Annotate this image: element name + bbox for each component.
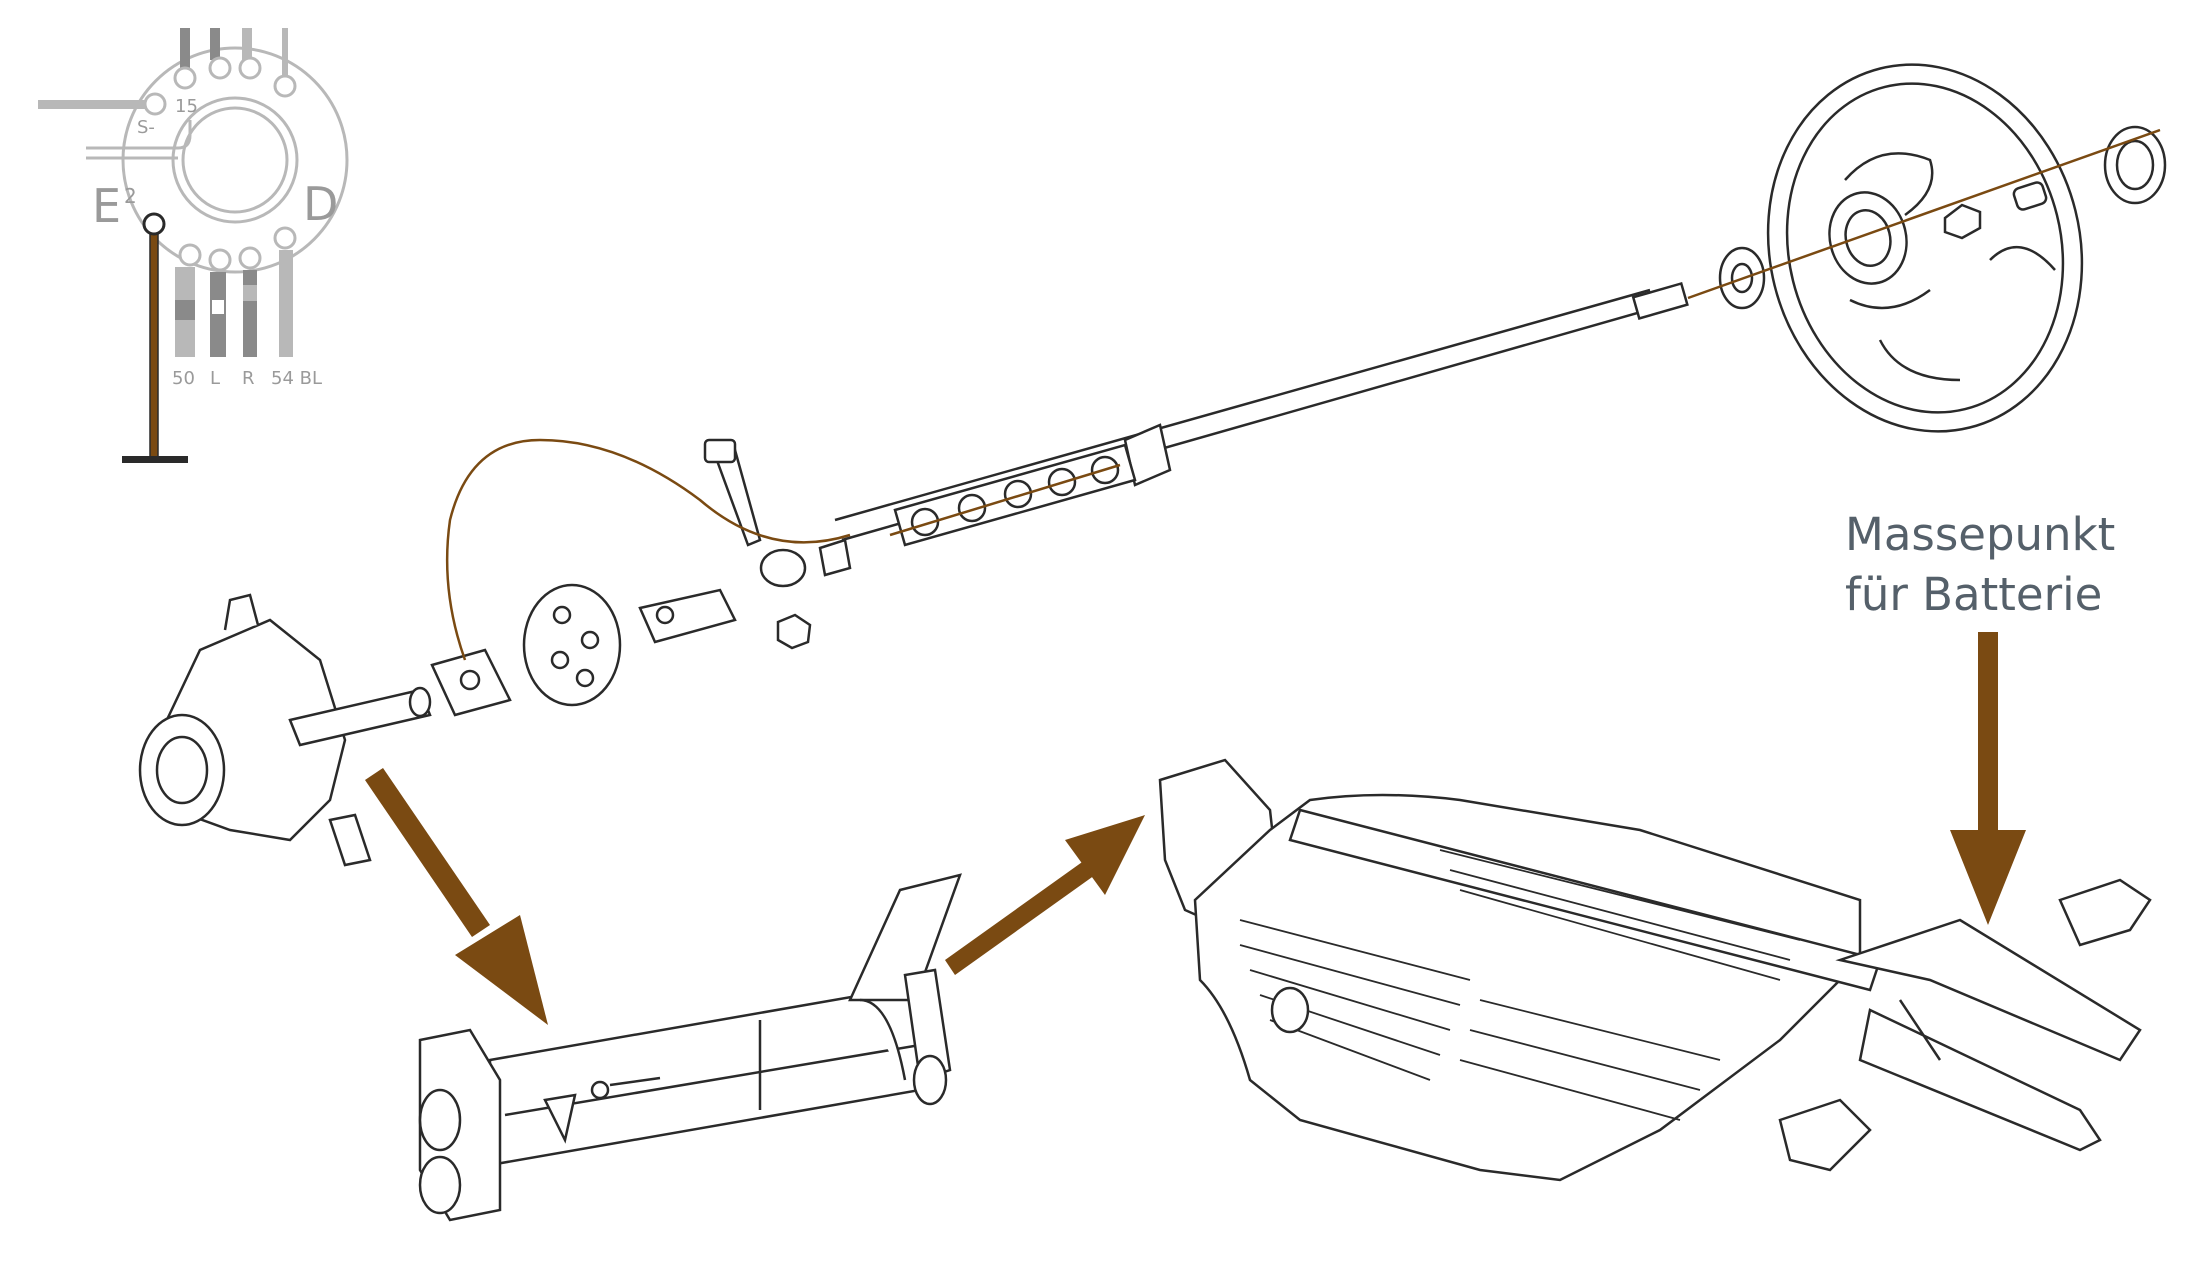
terminal-label-d: D (303, 177, 338, 231)
steering-coupling (430, 438, 812, 717)
switch-outer-ring (121, 46, 349, 274)
terminal-label-r: R (242, 368, 255, 389)
terminal-label-2: 2 (124, 184, 137, 208)
ignition-switch-labels: 15 S- E 2 D 50 L R 54 BL (92, 96, 338, 389)
collapsible-lattice (893, 443, 1137, 547)
ground-wire-symbol (122, 212, 188, 463)
terminal-label-50: 50 (172, 368, 195, 389)
ground-point-callout: Massepunkt für Batterie (1845, 505, 2165, 625)
steering-gearbox (138, 593, 432, 867)
terminal-label-l: L (210, 368, 220, 389)
terminal-label-e: E (92, 179, 121, 233)
arrow-axle-to-chassis (945, 815, 1145, 975)
steering-column (818, 281, 1689, 577)
column-wire (889, 128, 2161, 537)
chassis-frame (1158, 758, 2152, 1182)
ignition-switch-schematic (38, 28, 349, 357)
terminal-label-s: S- (137, 117, 155, 138)
front-axle-beam (418, 873, 962, 1222)
terminal-label-15: 15 (175, 96, 198, 117)
callout-line-1: Massepunkt (1845, 508, 2116, 561)
steering-wheel (1718, 63, 2167, 433)
switch-inner-ring (181, 106, 289, 214)
callout-line-2: für Batterie (1845, 568, 2103, 621)
arrow-gearbox-to-axle (365, 768, 548, 1025)
arrow-callout-to-ground-point (1950, 632, 2026, 925)
flow-arrows (365, 632, 2026, 1025)
terminal-label-54bl: 54 BL (271, 368, 322, 389)
ground-strap-wire (445, 438, 851, 661)
switch-middle-ring (171, 96, 299, 224)
